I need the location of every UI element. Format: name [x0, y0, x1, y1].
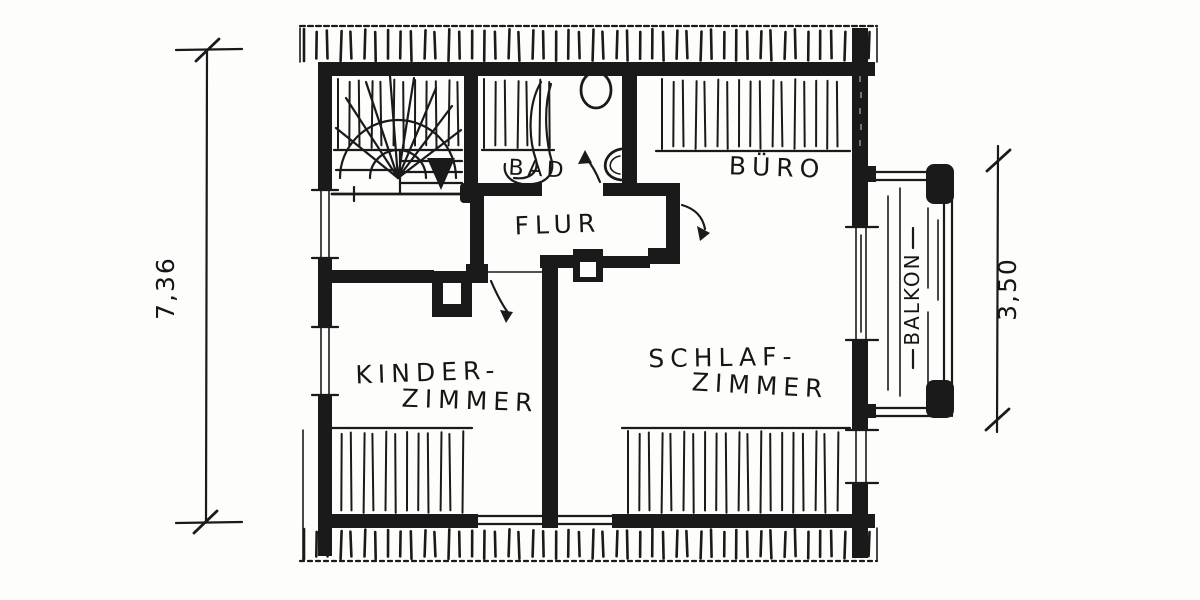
roof-hatch-bottom-band [302, 527, 871, 561]
door-swing-bad [578, 150, 602, 184]
window-left-upper [310, 188, 340, 260]
balcony-door [844, 225, 880, 342]
room-label-schlafzimmer-line1: SCHLAF- [648, 342, 798, 374]
room-label-flur: FLUR [514, 208, 602, 240]
balcony-deck-lines [887, 187, 939, 397]
wall-pen-marks [859, 76, 862, 146]
room-label-buero: BÜRO [728, 151, 825, 183]
window-right-lower [844, 428, 880, 485]
windows [310, 188, 880, 485]
slope-hatch-kinderzimmer [329, 430, 465, 514]
slope-hatch-buero [661, 78, 839, 150]
dimension-label-350: 3,50 [993, 257, 1022, 321]
balcony-rail-anchor-top [864, 166, 876, 182]
interior-walls [318, 76, 680, 528]
staircase-down-arrow [427, 158, 455, 190]
exterior-walls [318, 28, 875, 558]
balcony: BALKON [864, 164, 954, 418]
door-swing-buero [680, 203, 710, 241]
roof-hatch-top-band [302, 27, 871, 63]
slope-hatch-schlafzimmer [627, 430, 840, 514]
room-label-balkon: BALKON [900, 252, 924, 345]
dimension-balcony: 3,50 [984, 144, 1022, 434]
slope-hatch-bad [483, 78, 551, 149]
chimney-block-west [432, 271, 472, 317]
room-label-kinderzimmer-line1: KINDER- [355, 355, 501, 389]
balcony-rail-anchor-bottom [864, 404, 876, 418]
staircase [330, 74, 464, 203]
chimney-block-east [573, 249, 603, 282]
balcony-post-top [926, 164, 954, 204]
room-label-bad: BAD [508, 155, 568, 183]
sink-icon [603, 147, 623, 182]
dimension-label-736: 7,36 [151, 256, 180, 320]
room-label-kinderzimmer-line2: ZIMMER [401, 384, 539, 418]
door-swing-kinderzimmer [489, 279, 513, 323]
balcony-post-bottom [926, 380, 954, 418]
window-left-lower [310, 325, 340, 397]
toilet-icon [579, 70, 613, 110]
shower-sketch [503, 80, 554, 186]
dimension-left: 7,36 [151, 37, 244, 535]
room-label-schlafzimmer-line2: ZIMMER [691, 367, 829, 403]
bathroom-fixtures [503, 70, 623, 186]
